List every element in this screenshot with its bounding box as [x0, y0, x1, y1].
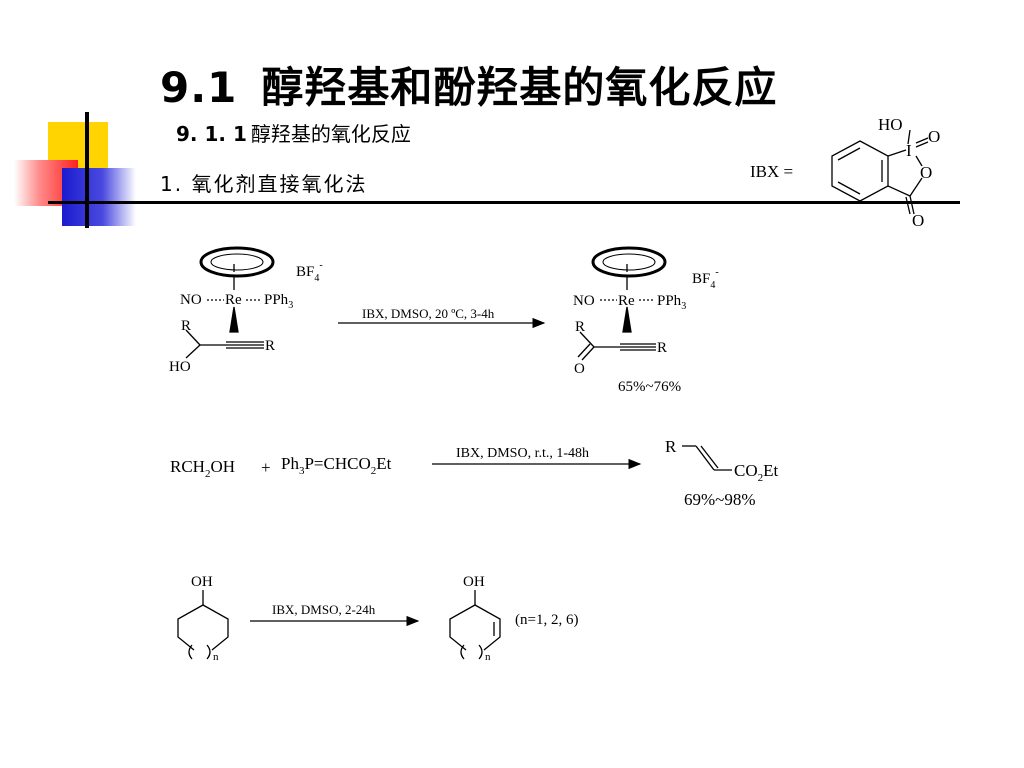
deco-square-blue — [62, 168, 136, 226]
ylide-et: Et — [376, 454, 391, 473]
reaction2-reactant-ylide: Ph3P=CHCO2Et — [281, 454, 392, 477]
product1-r-top: R — [575, 319, 585, 335]
reactant1-pph: PPh — [264, 292, 289, 308]
cyclopentadienyl-ring — [199, 246, 275, 278]
product-co: CO — [734, 461, 758, 480]
reaction1-arrow: IBX, DMSO, 20 ºC, 3-4h — [338, 306, 546, 329]
reaction1-product: BF4- NO Re PPh3 R R O 65%~76% — [573, 246, 719, 395]
svg-text:BF4-: BF4- — [692, 267, 719, 291]
ibx-iodine: I — [906, 141, 912, 160]
reaction1-reactant: BF4- NO Re PPh3 R R HO — [169, 246, 323, 375]
header-rule — [48, 201, 960, 204]
product1-r-alkyne: R — [657, 340, 667, 356]
product1-carbonyl-o: O — [574, 361, 585, 377]
product1-re: Re — [618, 293, 635, 309]
reactant1-bf-sup: - — [319, 260, 322, 271]
product1-pph: PPh — [657, 293, 682, 309]
ibx-carbonyl-oxygen: O — [912, 211, 924, 230]
reactant1-no: NO — [180, 292, 202, 308]
reaction3-conditions: IBX, DMSO, 2-24h — [272, 602, 376, 617]
reactant1-r-top: R — [181, 318, 191, 334]
reactant1-pph-sub: 3 — [288, 300, 293, 311]
ylide-co2-sub: 2 — [371, 465, 377, 477]
svg-text:BF4-: BF4- — [296, 260, 323, 284]
reaction1-yield: 65%~76% — [618, 379, 681, 395]
svg-text:PPh3: PPh3 — [264, 292, 293, 311]
product1-pph-sub: 3 — [681, 301, 686, 312]
svg-text:PPh3: PPh3 — [657, 293, 686, 312]
ylide-mid: P=CHCO — [304, 454, 370, 473]
subtitle-number: 9. 1. 1 — [176, 122, 247, 146]
reaction2-plus: + — [261, 458, 271, 477]
product-et: Et — [763, 461, 778, 480]
reactant1-bf: BF — [296, 264, 314, 280]
product3-n: n — [485, 651, 491, 663]
product1-bf-sup: - — [715, 267, 718, 278]
reaction2-conditions: IBX, DMSO, r.t., 1-48h — [456, 446, 589, 461]
ylide-ph: Ph — [281, 454, 299, 473]
product1-no: NO — [573, 293, 595, 309]
reactant-oh: OH — [210, 457, 235, 476]
ibx-label: IBX = — [750, 162, 793, 181]
product1-bf-sub: 4 — [710, 280, 715, 291]
reaction1-conditions: IBX, DMSO, 20 ºC, 3-4h — [362, 306, 495, 321]
reaction3-note: (n=1, 2, 6) — [515, 612, 578, 628]
reactant1-bf-sub: 4 — [314, 273, 319, 284]
ylide-ph-sub: 3 — [299, 465, 305, 477]
product3-oh: OH — [463, 574, 485, 590]
reaction2-product-ester: CO2Et — [734, 461, 779, 484]
product1-bf: BF — [692, 271, 710, 287]
reactant1-r-alkyne: R — [265, 338, 275, 354]
ibx-ring-oxygen: O — [920, 163, 932, 182]
reaction2-reactant-alcohol: RCH2OH — [170, 457, 235, 480]
title-number: 9.1 — [160, 63, 238, 112]
product-co-sub: 2 — [758, 472, 764, 484]
reaction2-yield: 69%~98% — [684, 490, 756, 509]
title-text: 醇羟基和酚羟基的氧化反应 — [261, 63, 778, 112]
ibx-benzene-ring — [831, 140, 889, 202]
reaction2: RCH2OH + Ph3P=CHCO2Et IBX, DMSO, r.t., 1… — [170, 437, 779, 509]
ibx-structure: IBX = HO I O O O — [750, 115, 940, 230]
reactant-rch-sub: 2 — [205, 468, 211, 480]
reaction2-product-r: R — [665, 437, 677, 456]
deco-vertical-rule — [85, 112, 89, 228]
reactant-rch: RCH — [170, 457, 205, 476]
reactant3-oh: OH — [191, 574, 213, 590]
slide-title: 9.1 醇羟基和酚羟基的氧化反应 — [160, 54, 777, 115]
method-heading: 1. 氧化剂直接氧化法 — [160, 172, 368, 196]
reactant1-re: Re — [225, 292, 242, 308]
product-cyclopentadienyl-ring — [591, 246, 667, 278]
subtitle-text: 醇羟基的氧化反应 — [250, 122, 411, 146]
reaction3: OH n IBX, DMSO, 2-24h OH n (n=1, 2, 6) — [177, 574, 578, 663]
reaction2-product-skeleton — [682, 445, 732, 471]
reactant3-n: n — [213, 651, 219, 663]
ibx-ho: HO — [878, 115, 903, 134]
ibx-oxo: O — [928, 127, 940, 146]
reactant1-ho: HO — [169, 359, 191, 375]
